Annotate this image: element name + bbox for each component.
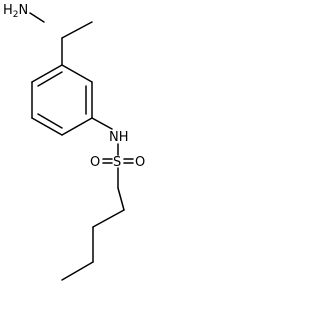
oxygen-left-label: O — [90, 155, 100, 170]
ring-bond-6 — [31, 64, 63, 83]
bond-ring-nh — [91, 117, 113, 130]
butyl-chain — [61, 187, 125, 281]
atom-labels: H2N NH S O O — [3, 3, 145, 170]
bond-ch-methyl — [61, 21, 93, 39]
benzene-ring — [31, 64, 93, 136]
nh-label: NH — [109, 130, 129, 145]
bond-c2-c3 — [92, 209, 125, 228]
bond-c1-c2 — [117, 187, 125, 211]
sulfur-label: S — [113, 155, 121, 170]
sulfonamide-group — [91, 117, 134, 189]
molecule-structure: H2N NH S O O — [3, 3, 145, 281]
bond-c4-c5 — [61, 261, 94, 281]
ring-bond-4 — [31, 117, 63, 136]
ring-bond-1 — [61, 64, 93, 83]
oxygen-right-label: O — [135, 155, 145, 170]
ring-double-bond-2 — [37, 113, 63, 129]
ring-double-bond-3 — [37, 71, 63, 87]
bond-nh2-ch — [29, 12, 45, 23]
ring-bond-3 — [61, 117, 93, 136]
amine-label: H2N — [3, 3, 28, 20]
aminoethyl-group — [29, 12, 93, 66]
